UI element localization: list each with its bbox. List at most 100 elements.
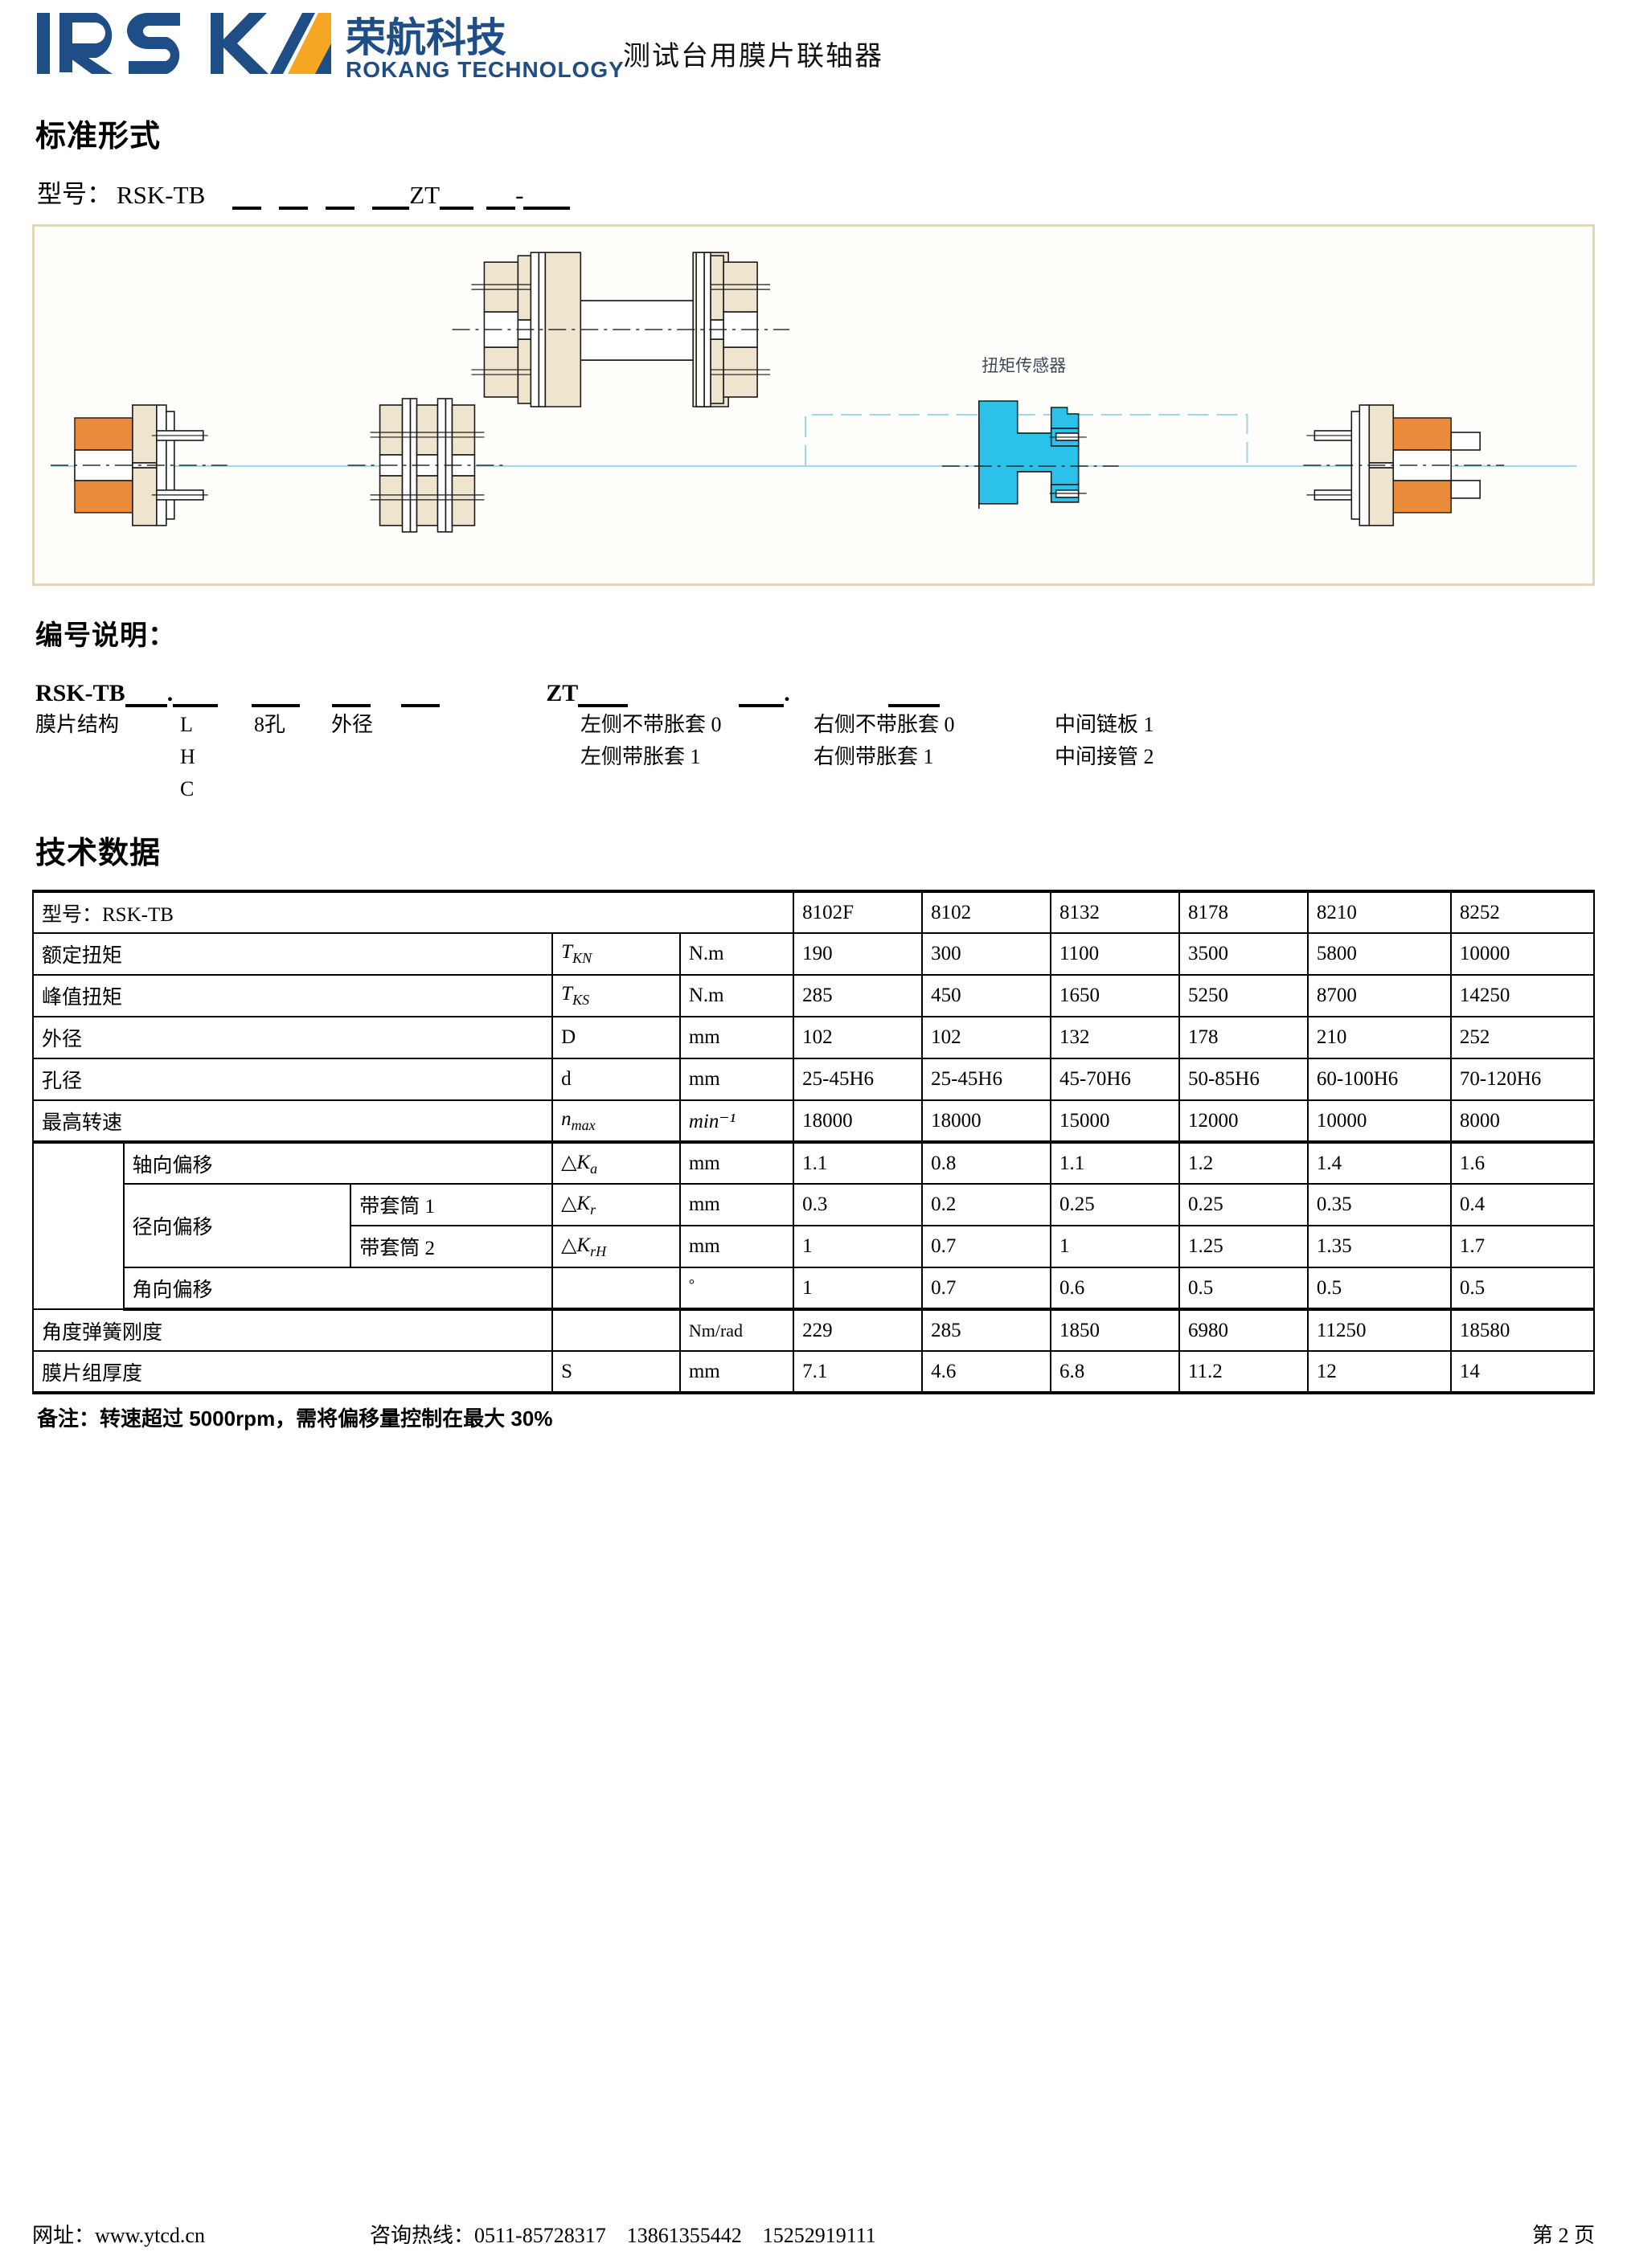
cell-value: 45-70H6	[1050, 1058, 1180, 1101]
footer-phone-3: 15252919111	[762, 2224, 876, 2247]
cell-value: 11.2	[1178, 1350, 1309, 1394]
cell-label-angular-offset: 角向偏移	[122, 1267, 554, 1311]
footer-website-label: 网址：	[32, 2224, 96, 2247]
table-row-outer-diameter: 外径 D mm 102 102 132 178 210 252	[31, 1016, 1596, 1059]
cell-unit-max-speed: min⁻¹	[678, 1099, 795, 1144]
numbering-blank-6	[578, 704, 629, 707]
tech-data-table: 型号：RSK-TB 8102F 8102 8132 8178 8210 8252…	[31, 890, 1596, 1394]
cell-unit-axial-offset: mm	[678, 1141, 795, 1185]
cell-label-sleeve-1: 带套筒 1	[350, 1183, 554, 1226]
cell-value: 14250	[1449, 974, 1596, 1017]
cell-value: 11250	[1306, 1308, 1452, 1352]
assembly-drawing-svg: .ln { stroke:#1a1a1a; stroke-width:1.6; …	[50, 252, 1577, 533]
table-row-angular-offset: 角向偏移 ° 1 0.7 0.6 0.5 0.5 0.5	[33, 1267, 1596, 1311]
model-blank-1	[232, 207, 262, 210]
legend-spacer-3	[331, 741, 580, 773]
cell-label-angular-spring-stiffness: 角度弹簧刚度	[31, 1308, 554, 1352]
torque-sensor-label: 扭矩传感器	[982, 356, 1066, 375]
legend-right-with-sleeve: 右侧带胀套 1	[814, 745, 934, 768]
company-logo: 荣航科技 ROKANG TECHNOLOGY	[32, 6, 627, 80]
cell-value: 0.8	[921, 1141, 1052, 1185]
numbering-code-zt: ZT	[546, 680, 579, 706]
cell-value: 252	[1449, 1016, 1596, 1059]
cell-value: 102	[921, 1016, 1052, 1059]
legend-spacer-4	[35, 773, 180, 805]
cell-value: 6.8	[1050, 1350, 1180, 1394]
cell-value: 7.1	[793, 1350, 924, 1394]
cell-value: 285	[793, 974, 924, 1017]
numbering-dot-2: .	[784, 680, 790, 706]
cell-value: 5250	[1178, 974, 1309, 1017]
table-note: 备注：转速超过 5000rpm，需将偏移量控制在最大 30%	[37, 1406, 553, 1431]
cell-model-2: 8132	[1050, 890, 1180, 934]
legend-row: H 左侧带胀套 1 右侧带胀套 1 中间接管 2	[35, 741, 1595, 773]
section-title-tech-data: 技术数据	[35, 837, 162, 870]
table-row-peak-torque: 峰值扭矩 TKS N.m 285 450 1650 5250 8700 1425…	[31, 974, 1596, 1017]
cell-symbol-peak-torque: TKS	[551, 974, 681, 1017]
cell-value: 8700	[1306, 974, 1452, 1017]
cell-label-disc-pack-thickness: 膜片组厚度	[31, 1350, 554, 1394]
table-row-rated-torque: 额定扭矩 TKN N.m 190 300 1100 3500 5800 1000…	[31, 932, 1596, 976]
cell-symbol-angular-offset	[551, 1267, 681, 1311]
cell-value: 6980	[1178, 1308, 1309, 1352]
legend-code-H: H	[180, 745, 195, 768]
cell-value: 14	[1449, 1350, 1596, 1394]
cell-value: 0.2	[921, 1183, 1052, 1226]
cell-value: 10000	[1449, 932, 1596, 976]
model-blank-2	[279, 207, 309, 210]
cell-value: 450	[921, 974, 1052, 1017]
footer-website-value[interactable]: www.ytcd.cn	[95, 2224, 205, 2247]
numbering-blank-8	[887, 704, 940, 707]
numbering-blank-1	[125, 704, 167, 707]
cell-symbol-axial-offset: △Ka	[551, 1141, 681, 1185]
model-zt: ZT	[409, 181, 441, 209]
cell-value: 0.25	[1178, 1183, 1309, 1226]
cell-unit-radial-1: mm	[678, 1183, 795, 1226]
numbering-blank-7	[739, 704, 785, 707]
cell-model-0: 8102F	[793, 890, 924, 934]
cell-value: 25-45H6	[793, 1058, 924, 1101]
cell-symbol-radial-1: △Kr	[551, 1183, 681, 1226]
footer-phone-2: 13861355442	[626, 2224, 742, 2247]
cell-value: 0.6	[1050, 1267, 1180, 1311]
cell-unit-disc-pack-thickness: mm	[678, 1350, 795, 1394]
cell-value: 0.7	[921, 1225, 1052, 1268]
numbering-code-line: RSK-TB . ZT .	[35, 670, 1595, 707]
cell-value: 60-100H6	[1306, 1058, 1452, 1101]
cell-unit-angular-offset: °	[678, 1267, 795, 1311]
cell-value: 18000	[921, 1099, 1052, 1144]
legend-middle-link-plate: 中间链板 1	[1055, 713, 1154, 736]
cell-value: 1.25	[1178, 1225, 1309, 1268]
section-title-standard-form: 标准形式	[35, 120, 162, 154]
cell-unit-radial-2: mm	[678, 1225, 795, 1268]
cell-value: 5800	[1306, 932, 1452, 976]
cell-model-4: 8210	[1306, 890, 1452, 934]
cell-value: 0.5	[1306, 1267, 1452, 1311]
cell-value: 70-120H6	[1449, 1058, 1596, 1101]
table-row-disc-pack-thickness: 膜片组厚度 S mm 7.1 4.6 6.8 11.2 12 14	[31, 1350, 1596, 1394]
cell-value: 1850	[1050, 1308, 1180, 1352]
cell-value: 132	[1050, 1016, 1180, 1059]
legend-outer-diameter: 外径	[331, 713, 374, 736]
cell-value: 18000	[793, 1099, 924, 1144]
page-header: 荣航科技 ROKANG TECHNOLOGY 测试台用膜片联轴器	[0, 0, 1627, 88]
cell-value: 50-85H6	[1178, 1058, 1309, 1101]
cell-value: 18580	[1449, 1308, 1596, 1352]
cell-value: 229	[793, 1308, 924, 1352]
legend-code-L: L	[180, 713, 193, 736]
cell-value: 102	[793, 1016, 924, 1059]
assembly-drawing: .ln { stroke:#1a1a1a; stroke-width:1.6; …	[32, 224, 1595, 586]
cell-value: 0.7	[921, 1267, 1052, 1311]
page-title: 测试台用膜片联轴器	[623, 42, 883, 72]
cell-label-radial-offset: 径向偏移	[122, 1183, 352, 1268]
cell-value: 12	[1306, 1350, 1452, 1394]
cell-value: 12000	[1178, 1099, 1309, 1144]
cell-value: 190	[793, 932, 924, 976]
model-blank-6	[486, 207, 516, 210]
cell-unit-rated-torque: N.m	[678, 932, 795, 976]
table-row-radial-offset-sleeve1: 径向偏移 带套筒 1 △Kr mm 0.3 0.2 0.25 0.25 0.35…	[33, 1183, 1596, 1268]
cell-value: 178	[1178, 1016, 1309, 1059]
cell-value: 0.4	[1449, 1183, 1596, 1226]
rsk-logo-svg: 荣航科技 ROKANG TECHNOLOGY	[37, 13, 624, 80]
